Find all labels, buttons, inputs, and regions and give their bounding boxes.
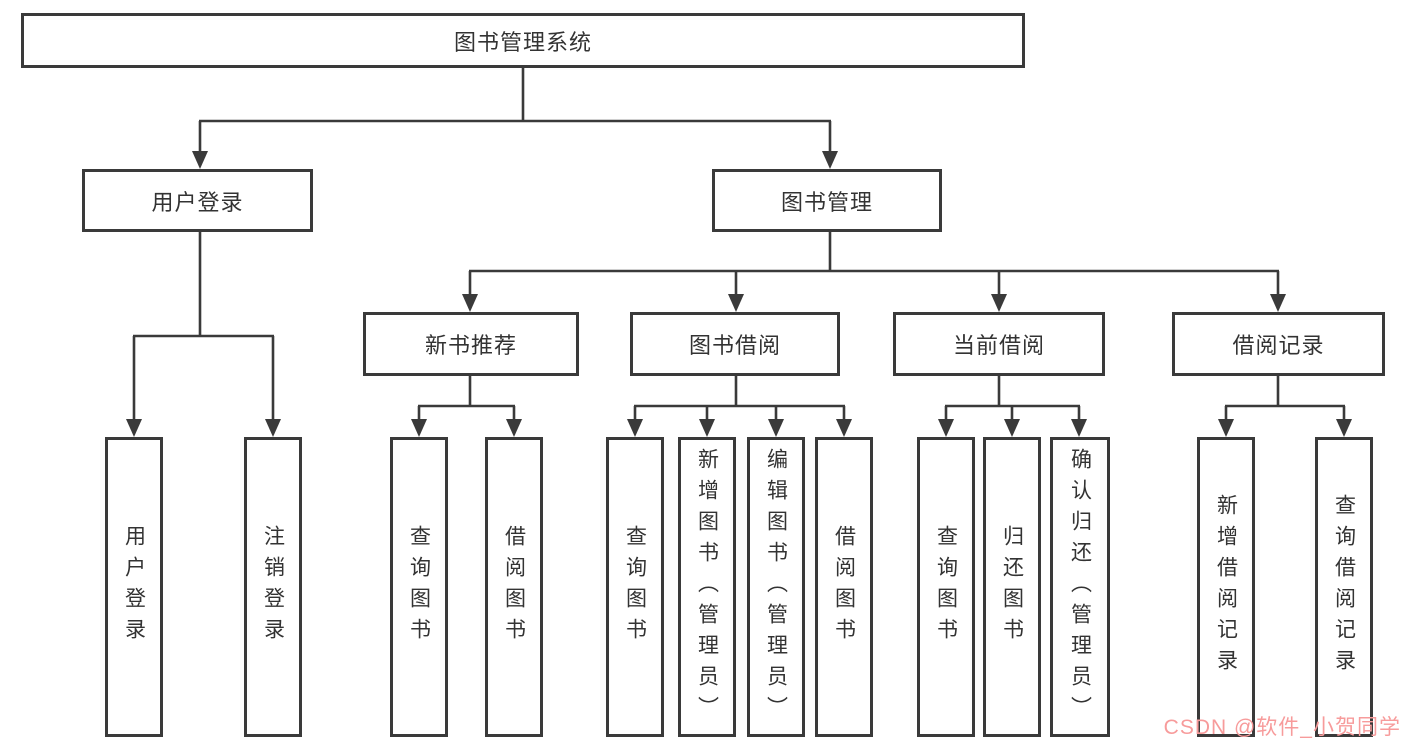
leaf-query-books-current-label: 查询图书 bbox=[934, 525, 958, 649]
leaf-user-login: 用户登录 bbox=[105, 437, 163, 737]
node-root-label: 图书管理系统 bbox=[453, 29, 592, 55]
leaf-confirm-return-admin-label: 确认归还（管理员） bbox=[1068, 447, 1092, 727]
node-book-borrow: 图书借阅 bbox=[630, 312, 840, 376]
node-current-borrow-label: 当前借阅 bbox=[952, 333, 1045, 358]
leaf-add-book-admin: 新增图书（管理员） bbox=[678, 437, 736, 737]
leaf-add-borrow-record-label: 新增借阅记录 bbox=[1214, 494, 1238, 680]
node-borrow-records: 借阅记录 bbox=[1172, 312, 1385, 376]
leaf-borrow-books-label: 借阅图书 bbox=[832, 525, 856, 649]
leaf-query-borrow-record-label: 查询借阅记录 bbox=[1332, 494, 1356, 680]
leaf-confirm-return-admin: 确认归还（管理员） bbox=[1050, 437, 1110, 737]
node-borrow-records-label: 借阅记录 bbox=[1232, 333, 1325, 358]
leaf-return-book: 归还图书 bbox=[983, 437, 1041, 737]
leaf-query-books-borrow: 查询图书 bbox=[606, 437, 664, 737]
node-new-book-recommend: 新书推荐 bbox=[363, 312, 579, 376]
node-book-management: 图书管理 bbox=[712, 169, 942, 232]
leaf-user-login-label: 用户登录 bbox=[122, 525, 146, 649]
leaf-return-book-label: 归还图书 bbox=[1000, 525, 1024, 649]
node-new-book-recommend-label: 新书推荐 bbox=[424, 333, 517, 358]
leaf-borrow-books: 借阅图书 bbox=[815, 437, 873, 737]
node-book-management-label: 图书管理 bbox=[780, 189, 873, 215]
leaf-logout: 注销登录 bbox=[244, 437, 302, 737]
leaf-query-books-recommend: 查询图书 bbox=[390, 437, 448, 737]
node-root: 图书管理系统 bbox=[21, 13, 1025, 68]
leaf-query-books-current: 查询图书 bbox=[917, 437, 975, 737]
leaf-edit-book-admin-label: 编辑图书（管理员） bbox=[764, 447, 788, 727]
node-user-login: 用户登录 bbox=[82, 169, 313, 232]
node-current-borrow: 当前借阅 bbox=[893, 312, 1105, 376]
leaf-borrow-books-recommend: 借阅图书 bbox=[485, 437, 543, 737]
node-book-borrow-label: 图书借阅 bbox=[688, 333, 781, 358]
node-user-login-label: 用户登录 bbox=[151, 189, 244, 215]
leaf-query-books-borrow-label: 查询图书 bbox=[623, 525, 647, 649]
leaf-add-borrow-record: 新增借阅记录 bbox=[1197, 437, 1255, 737]
leaf-borrow-books-recommend-label: 借阅图书 bbox=[502, 525, 526, 649]
leaf-logout-label: 注销登录 bbox=[261, 525, 285, 649]
leaf-query-books-recommend-label: 查询图书 bbox=[407, 525, 431, 649]
leaf-edit-book-admin: 编辑图书（管理员） bbox=[747, 437, 805, 737]
csdn-watermark: CSDN @软件_小贺同学 bbox=[1163, 716, 1401, 739]
leaf-add-book-admin-label: 新增图书（管理员） bbox=[695, 447, 719, 727]
leaf-query-borrow-record: 查询借阅记录 bbox=[1315, 437, 1373, 737]
